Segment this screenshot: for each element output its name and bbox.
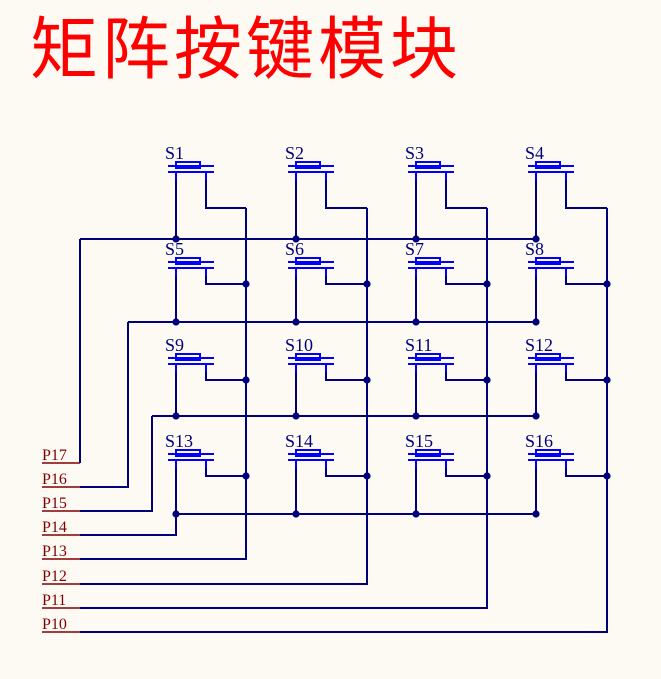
switch-column-wire — [445, 180, 487, 209]
switch-label-s4: S4 — [525, 143, 544, 163]
switch-label-s8: S8 — [525, 239, 544, 259]
switch-plunger — [175, 353, 201, 361]
switch-label-s10: S10 — [285, 335, 313, 355]
switch-plunger — [535, 353, 561, 361]
switch-plunger — [295, 257, 321, 265]
switch-plunger — [295, 353, 321, 361]
port-label-p17: P17 — [42, 447, 67, 464]
row-lead-4 — [80, 514, 177, 536]
switch-column-wire — [205, 468, 246, 477]
switch-label-s14: S14 — [285, 431, 313, 451]
switch-plunger — [175, 257, 201, 265]
row-lead-2 — [80, 322, 129, 488]
port-label-p10: P10 — [42, 616, 67, 633]
port-label-p13: P13 — [42, 543, 67, 560]
port-label-p16: P16 — [42, 471, 67, 488]
switch-plunger — [415, 353, 441, 361]
switch-column-wire — [445, 468, 487, 477]
port-label-p12: P12 — [42, 568, 67, 585]
switch-column-wire — [205, 276, 246, 285]
switch-column-wire — [325, 180, 367, 209]
switch-plunger — [415, 257, 441, 265]
switch-column-wire — [325, 372, 367, 381]
switch-column-wire — [565, 276, 607, 285]
switch-column-wire — [325, 468, 367, 477]
switch-plunger — [535, 257, 561, 265]
column-lead-1 — [80, 208, 247, 560]
switch-plunger — [295, 161, 321, 169]
row-lead-3 — [80, 416, 153, 512]
switch-plunger — [175, 161, 201, 169]
switch-plunger — [535, 161, 561, 169]
switch-column-wire — [445, 276, 487, 285]
switch-plunger — [535, 449, 561, 457]
switch-column-wire — [565, 468, 607, 477]
switch-column-wire — [445, 372, 487, 381]
switch-label-s1: S1 — [165, 143, 184, 163]
switch-plunger — [295, 449, 321, 457]
switch-column-wire — [565, 180, 607, 209]
switch-label-s16: S16 — [525, 431, 553, 451]
port-label-p15: P15 — [42, 495, 67, 512]
switch-label-s9: S9 — [165, 335, 184, 355]
switch-label-s7: S7 — [405, 239, 424, 259]
switch-plunger — [175, 449, 201, 457]
switch-label-s12: S12 — [525, 335, 553, 355]
port-label-p11: P11 — [42, 592, 66, 609]
switch-label-s6: S6 — [285, 239, 304, 259]
switch-label-s11: S11 — [405, 335, 432, 355]
page-title: 矩阵按键模块 — [30, 11, 463, 90]
switch-label-s2: S2 — [285, 143, 304, 163]
switch-column-wire — [325, 276, 367, 285]
switch-label-s3: S3 — [405, 143, 424, 163]
switch-plunger — [415, 449, 441, 457]
switch-column-wire — [205, 372, 246, 381]
switch-label-s15: S15 — [405, 431, 433, 451]
switch-column-wire — [205, 180, 246, 209]
column-lead-2 — [80, 208, 368, 585]
switch-column-wire — [565, 372, 607, 381]
column-lead-3 — [80, 208, 488, 609]
port-label-p14: P14 — [42, 519, 67, 536]
switch-plunger — [415, 161, 441, 169]
switch-label-s13: S13 — [165, 431, 193, 451]
switch-label-s5: S5 — [165, 239, 184, 259]
column-lead-4 — [80, 208, 608, 633]
